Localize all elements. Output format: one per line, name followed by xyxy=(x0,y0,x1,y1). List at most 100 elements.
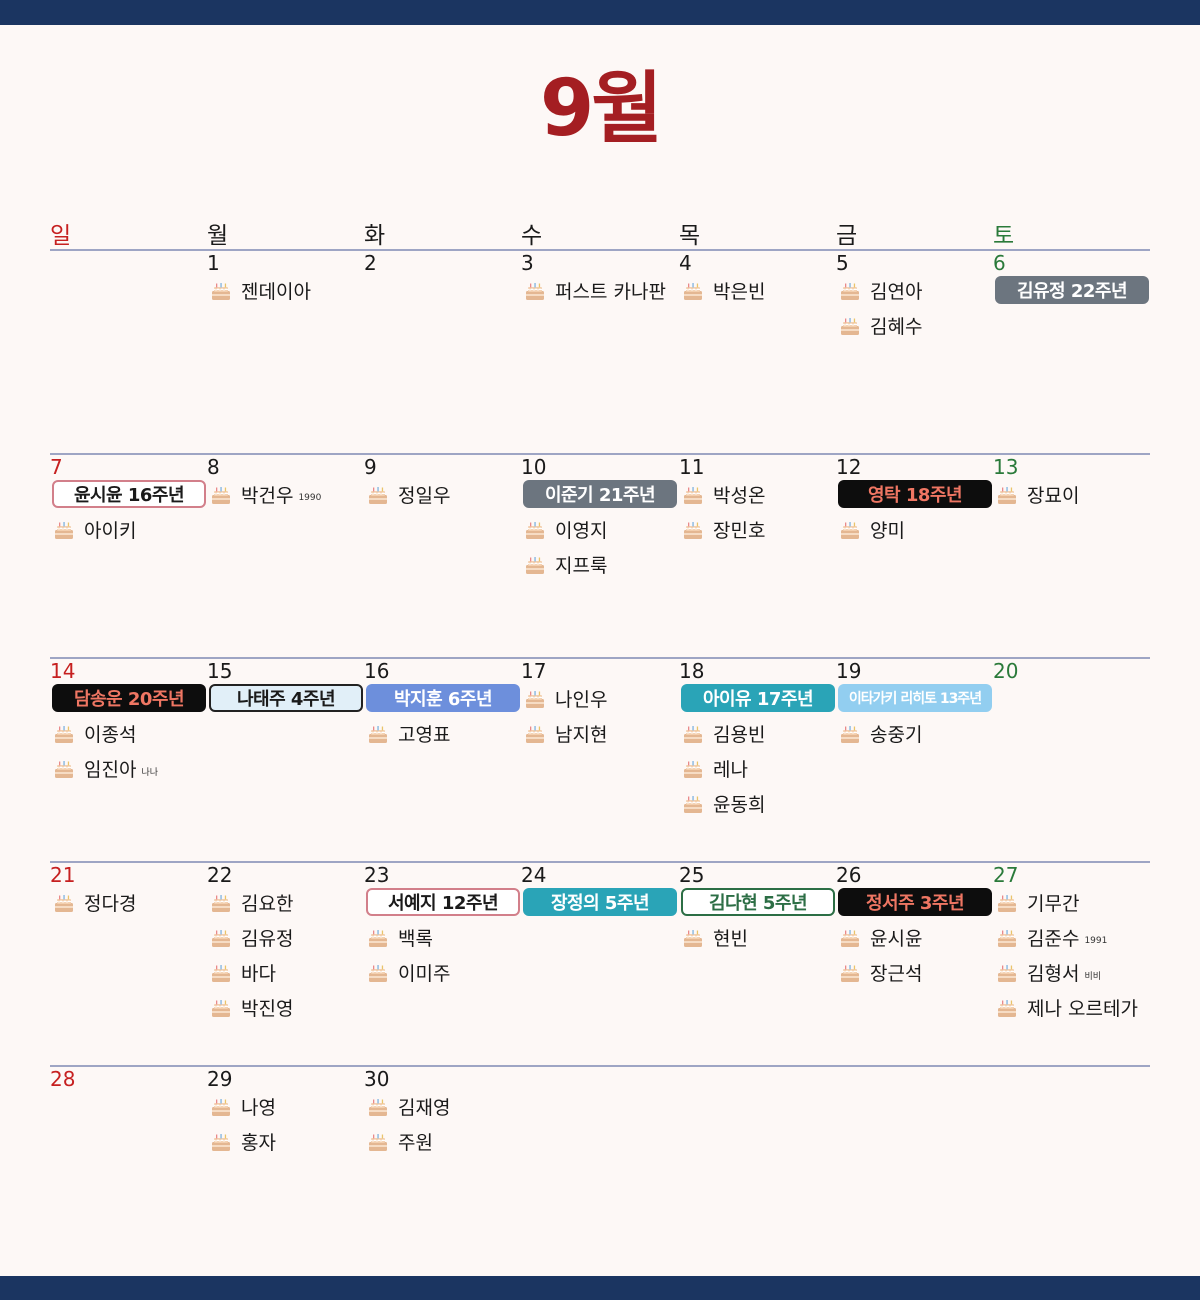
birthday-entry[interactable]: 김요한 xyxy=(207,885,365,920)
birthday-entry[interactable]: 김유정 xyxy=(207,920,365,955)
day-number: 28 xyxy=(50,1067,76,1091)
day-cell[interactable]: 28 xyxy=(50,1067,207,1267)
birthday-entry[interactable]: 김연아 xyxy=(836,273,994,308)
birthday-entry[interactable]: 백록 xyxy=(364,920,522,955)
birthday-entry[interactable]: 기무간 xyxy=(993,885,1151,920)
birthday-entry[interactable]: 아이키 xyxy=(50,512,208,547)
birthday-name: 젠데이아 xyxy=(241,281,311,303)
anniversary-badge[interactable]: 영탁 18주년 xyxy=(838,480,992,508)
birthday-entry[interactable]: 레나 xyxy=(679,751,837,786)
birthday-entry[interactable]: 고영표 xyxy=(364,716,522,751)
birthday-entry[interactable]: 이영지 xyxy=(521,512,679,547)
birthday-entry[interactable]: 바다 xyxy=(207,955,365,990)
birthday-name: 백록 xyxy=(398,928,433,950)
day-cell[interactable]: 20 xyxy=(993,659,1150,859)
birthday-cake-icon xyxy=(211,281,231,301)
birthday-entry[interactable]: 김용빈 xyxy=(679,716,837,751)
anniversary-badge[interactable]: 김유정 22주년 xyxy=(995,276,1149,304)
anniversary-badge[interactable]: 정서주 3주년 xyxy=(838,888,992,916)
birthday-entry[interactable]: 김혜수 xyxy=(836,308,994,343)
birthday-entry[interactable]: 나인우 xyxy=(521,681,679,716)
anniversary-badge[interactable]: 나태주 4주년 xyxy=(209,684,363,712)
birthday-entry[interactable]: 퍼스트 카나판 xyxy=(521,273,679,308)
birthday-entry[interactable]: 정일우 xyxy=(364,477,522,512)
birthday-entry[interactable]: 박은빈 xyxy=(679,273,837,308)
birthday-entry[interactable]: 정다경 xyxy=(50,885,208,920)
birthday-entry[interactable]: 제나 오르테가 xyxy=(993,990,1151,1025)
birthday-entry[interactable]: 홍자 xyxy=(207,1124,365,1159)
birthday-entry[interactable]: 주원 xyxy=(364,1124,522,1159)
birthday-entry[interactable]: 장근석 xyxy=(836,955,994,990)
birthday-entry[interactable]: 장묘이 xyxy=(993,477,1151,512)
birthday-entry[interactable]: 이미주 xyxy=(364,955,522,990)
birthday-entry[interactable]: 윤시윤 xyxy=(836,920,994,955)
birthday-entry[interactable]: 지프룩 xyxy=(521,547,679,582)
anniversary-badge[interactable]: 서예지 12주년 xyxy=(366,888,520,916)
birthday-cake-icon xyxy=(997,928,1017,948)
birthday-entry[interactable]: 송중기 xyxy=(836,716,994,751)
anniversary-badge[interactable]: 이준기 21주년 xyxy=(523,480,677,508)
birthday-cake-icon xyxy=(683,759,703,779)
birthday-name: 제나 오르테가 xyxy=(1027,998,1138,1020)
anniversary-badge[interactable]: 박지훈 6주년 xyxy=(366,684,520,712)
anniversary-badge[interactable]: 이타가키 리히토 13주년 xyxy=(838,684,992,712)
birthday-entry[interactable]: 현빈 xyxy=(679,920,837,955)
anniversary-badge[interactable]: 윤시윤 16주년 xyxy=(52,480,206,508)
anniversary-badge[interactable]: 김다현 5주년 xyxy=(681,888,835,916)
birthday-note: 비비 xyxy=(1084,972,1102,982)
birthday-entry[interactable]: 양미 xyxy=(836,512,994,547)
birthday-entry[interactable]: 젠데이아 xyxy=(207,273,365,308)
anniversary-badge[interactable]: 아이유 17주년 xyxy=(681,684,835,712)
birthday-entry[interactable]: 박성온 xyxy=(679,477,837,512)
birthday-entry[interactable]: 이종석 xyxy=(50,716,208,751)
day-cell[interactable]: 2 xyxy=(364,251,521,451)
anniversary-badge[interactable]: 장정의 5주년 xyxy=(523,888,677,916)
birthday-entry[interactable]: 김재영 xyxy=(364,1089,522,1124)
birthday-cake-icon xyxy=(683,794,703,814)
birthday-cake-icon xyxy=(525,281,545,301)
birthday-entry[interactable]: 장민호 xyxy=(679,512,837,547)
birthday-entry[interactable]: 남지현 xyxy=(521,716,679,751)
birthday-entry[interactable]: 나영 xyxy=(207,1089,365,1124)
birthday-name: 고영표 xyxy=(398,724,451,746)
birthday-cake-icon xyxy=(368,485,388,505)
anniversary-badge[interactable]: 담송운 20주년 xyxy=(52,684,206,712)
birthday-entry[interactable]: 윤동희 xyxy=(679,786,837,821)
birthday-entry[interactable]: 박진영 xyxy=(207,990,365,1025)
day-entries: 나태주 4주년 xyxy=(207,681,365,716)
